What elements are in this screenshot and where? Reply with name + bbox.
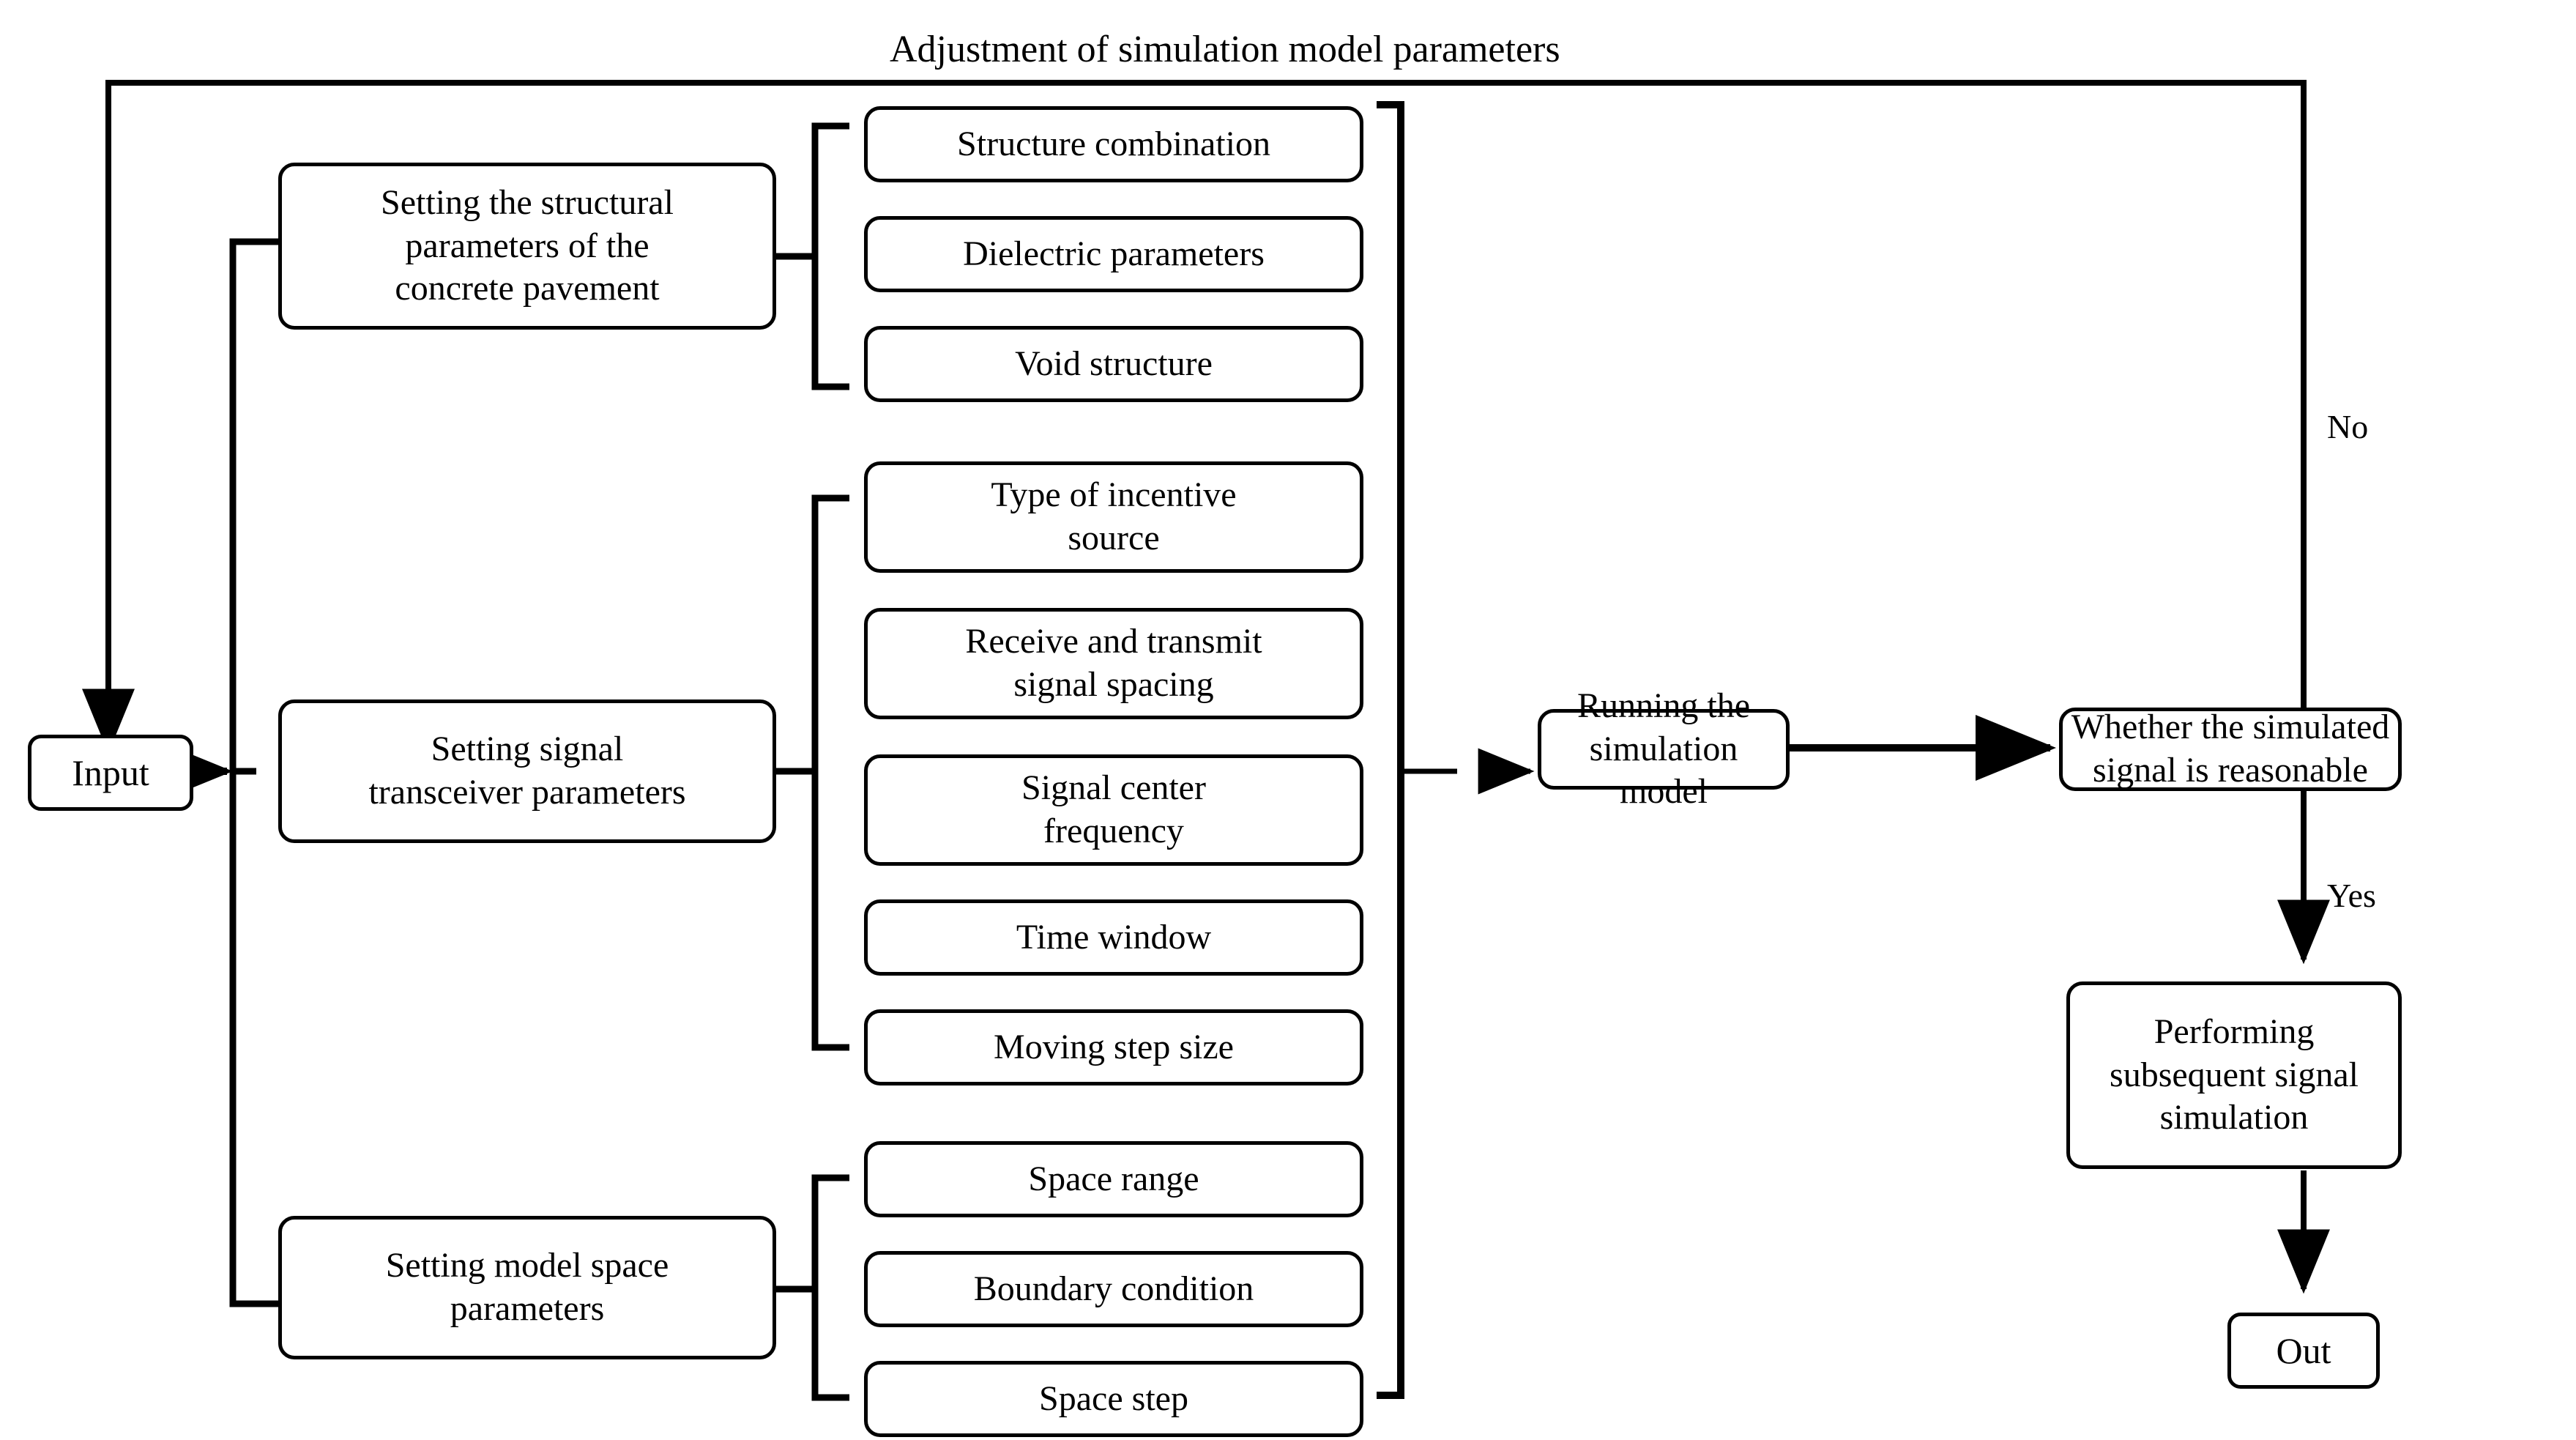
node-decision-signal-reasonable[interactable]: Whether the simulated signal is reasonab… xyxy=(2059,708,2402,791)
node-out-label: Out xyxy=(2276,1329,2331,1371)
node-input-label: Input xyxy=(72,751,149,793)
edge-label-no: No xyxy=(2327,408,2369,445)
item-boundary-condition[interactable]: Boundary condition xyxy=(864,1251,1363,1327)
item-receive-transmit-signal-spacing[interactable]: Receive and transmit signal spacing xyxy=(864,608,1363,719)
item-type-of-incentive-source[interactable]: Type of incentive source xyxy=(864,461,1363,573)
group-structural-parameters-label: Setting the structural parameters of the… xyxy=(381,183,674,308)
item-space-step[interactable]: Space step xyxy=(864,1361,1363,1437)
item-void-structure-label: Void structure xyxy=(1015,344,1213,383)
item-receive-transmit-signal-spacing-label: Receive and transmit signal spacing xyxy=(965,622,1262,704)
edge-label-yes: Yes xyxy=(2327,877,2376,914)
item-dielectric-parameters[interactable]: Dielectric parameters xyxy=(864,216,1363,292)
group-transceiver-parameters-label: Setting signal transceiver parameters xyxy=(368,730,686,812)
group-model-space-parameters[interactable]: Setting model space parameters xyxy=(278,1216,776,1359)
item-signal-center-frequency[interactable]: Signal center frequency xyxy=(864,754,1363,866)
group-model-space-parameters-label: Setting model space parameters xyxy=(385,1246,669,1328)
node-running-simulation-model[interactable]: Running the simulation model xyxy=(1538,686,1790,811)
right-collect-brace xyxy=(1377,101,1535,1399)
group-transceiver-parameters[interactable]: Setting signal transceiver parameters xyxy=(278,699,776,843)
node-input[interactable]: Input xyxy=(28,735,193,811)
item-time-window[interactable]: Time window xyxy=(864,899,1363,976)
item-space-step-label: Space step xyxy=(1039,1378,1188,1418)
item-type-of-incentive-source-label: Type of incentive source xyxy=(991,475,1237,557)
item-signal-center-frequency-label: Signal center frequency xyxy=(1021,768,1206,850)
item-structure-combination-label: Structure combination xyxy=(957,124,1270,163)
item-moving-step-size-label: Moving step size xyxy=(994,1027,1234,1066)
brace-structural-group xyxy=(776,122,849,390)
node-performing-subsequent-simulation-label: Performing subsequent signal simulation xyxy=(2110,1012,2359,1137)
item-moving-step-size[interactable]: Moving step size xyxy=(864,1009,1363,1085)
item-space-range-label: Space range xyxy=(1028,1159,1199,1198)
item-space-range[interactable]: Space range xyxy=(864,1141,1363,1217)
node-out[interactable]: Out xyxy=(2227,1313,2380,1389)
item-structure-combination[interactable]: Structure combination xyxy=(864,106,1363,182)
left-group-brace xyxy=(229,238,278,1307)
item-boundary-condition-label: Boundary condition xyxy=(973,1269,1254,1308)
item-time-window-label: Time window xyxy=(1016,917,1212,957)
brace-transceiver-group xyxy=(776,494,849,1051)
diagram-title: Adjustment of simulation model parameter… xyxy=(890,29,1560,70)
brace-space-group xyxy=(776,1174,849,1401)
node-decision-signal-reasonable-label: Whether the simulated signal is reasonab… xyxy=(2071,708,2390,790)
node-running-simulation-model-label: Running the simulation model xyxy=(1577,686,1750,812)
item-dielectric-parameters-label: Dielectric parameters xyxy=(963,234,1265,273)
item-void-structure[interactable]: Void structure xyxy=(864,326,1363,402)
group-structural-parameters[interactable]: Setting the structural parameters of the… xyxy=(278,163,776,330)
node-performing-subsequent-simulation[interactable]: Performing subsequent signal simulation xyxy=(2066,981,2402,1169)
